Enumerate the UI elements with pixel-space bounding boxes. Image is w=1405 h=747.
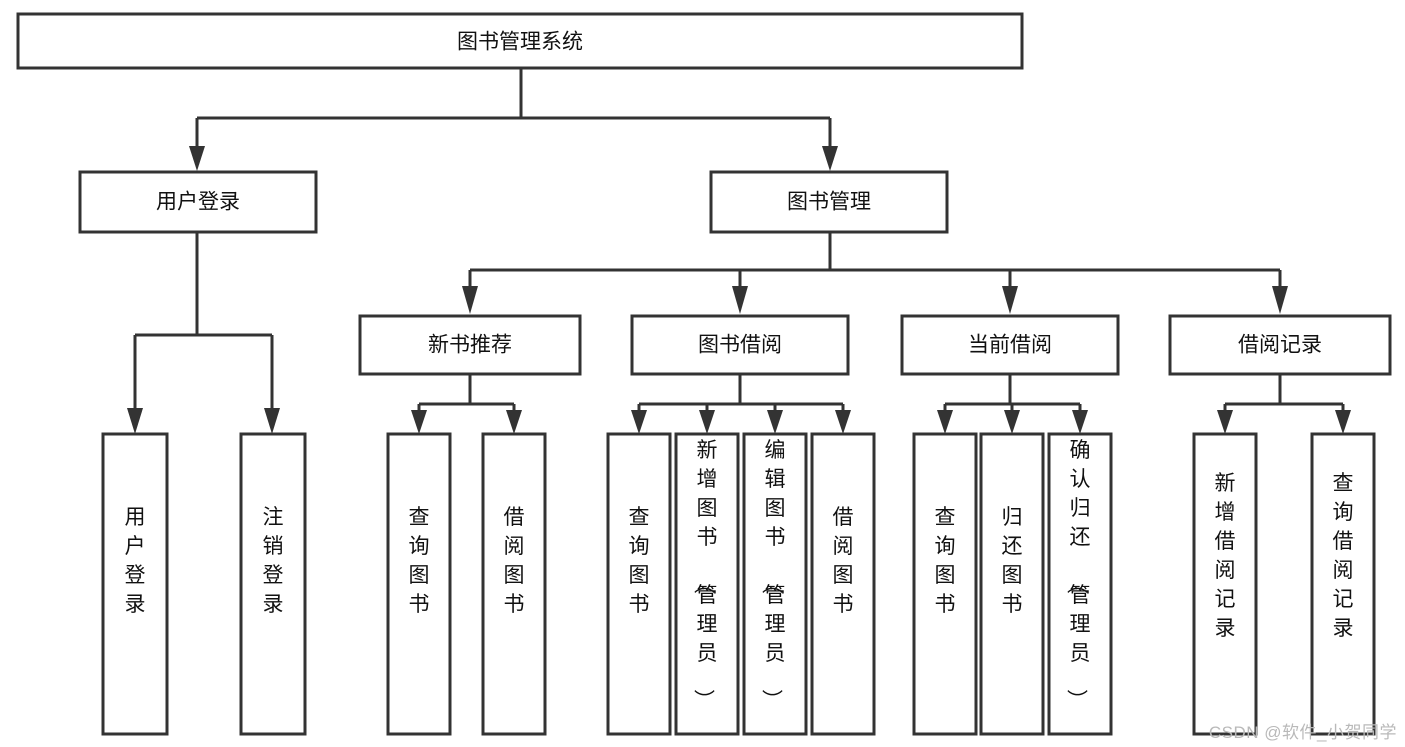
node-book-borrow[interactable]: 图书借阅: [630, 314, 850, 376]
leaf-confirm-return-box[interactable]: [1047, 432, 1113, 736]
leaf-user-login-box[interactable]: [101, 432, 169, 736]
node-current-borrow-label: 当前借阅: [968, 334, 1052, 357]
node-root[interactable]: 图书管理系统: [16, 12, 1024, 70]
leaf-borrow-book-2-label: 借阅图书: [833, 506, 854, 616]
arrow-user-login-b1: [127, 408, 143, 434]
node-book-manage-box[interactable]: [709, 170, 949, 234]
leaf-query-book-3-box[interactable]: [912, 432, 978, 736]
leaf-query-book-3[interactable]: 查询图书: [912, 432, 978, 736]
node-user-login-label: 用户登录: [156, 191, 240, 214]
node-user-login[interactable]: 用户登录: [78, 170, 318, 234]
leaf-user-login[interactable]: 用户登录: [101, 432, 169, 736]
arrow-borrow-b3: [767, 410, 783, 434]
leaf-edit-book-box[interactable]: [742, 432, 808, 736]
node-book-manage-label: 图书管理: [787, 191, 871, 214]
arrow-record-b1: [1217, 410, 1233, 434]
arrow-record-b2: [1335, 410, 1351, 434]
leaf-query-record-box[interactable]: [1310, 432, 1376, 736]
leaf-confirm-return[interactable]: 确认归还（管理员）: [1047, 432, 1113, 736]
leaf-query-book-3-label: 查询图书: [935, 506, 956, 616]
leaf-query-record[interactable]: 查询借阅记录: [1310, 432, 1376, 736]
leaf-return-book[interactable]: 归还图书: [979, 432, 1045, 736]
arrow-root-to-user-login: [189, 146, 205, 171]
arrow-root-to-book-manage: [822, 146, 838, 171]
arrow-borrow-b1: [631, 410, 647, 434]
leaf-return-book-box[interactable]: [979, 432, 1045, 736]
leaf-confirm-return-label: 确认归还（管理员）: [1065, 439, 1091, 710]
leaf-user-logout-label: 注销登录: [263, 506, 284, 616]
leaf-query-book-1[interactable]: 查询图书: [386, 432, 452, 736]
arrow-current-b2: [1004, 410, 1020, 434]
arrow-borrow-b4: [835, 410, 851, 434]
node-borrow-record-label: 借阅记录: [1238, 334, 1322, 357]
arrow-bm-to-current: [1002, 286, 1018, 314]
node-borrow-record-box[interactable]: [1168, 314, 1392, 376]
arrow-borrow-b2: [699, 410, 715, 434]
leaf-add-book[interactable]: 新增图书（管理员）: [674, 432, 740, 736]
arrow-current-b1: [937, 410, 953, 434]
leaf-borrow-book-2-box[interactable]: [810, 432, 876, 736]
leaf-return-book-label: 归还图书: [1002, 506, 1023, 616]
leaf-add-record-label: 新增借阅记录: [1215, 472, 1236, 640]
arrow-user-login-b2: [264, 408, 280, 434]
leaf-add-record-box[interactable]: [1192, 432, 1258, 736]
arrow-bm-to-borrow: [732, 286, 748, 314]
leaf-add-book-box[interactable]: [674, 432, 740, 736]
leaf-user-logout[interactable]: 注销登录: [239, 432, 307, 736]
node-book-borrow-label: 图书借阅: [698, 334, 782, 357]
leaf-borrow-book-1-label: 借阅图书: [504, 506, 525, 616]
leaf-user-logout-box[interactable]: [239, 432, 307, 736]
node-book-borrow-box[interactable]: [630, 314, 850, 376]
node-book-manage[interactable]: 图书管理: [709, 170, 949, 234]
leaf-borrow-book-1-box[interactable]: [481, 432, 547, 736]
leaf-query-book-1-box[interactable]: [386, 432, 452, 736]
leaf-query-book-1-label: 查询图书: [409, 506, 430, 616]
leaf-query-record-label: 查询借阅记录: [1333, 472, 1354, 640]
leaf-add-record[interactable]: 新增借阅记录: [1192, 432, 1258, 736]
node-root-box[interactable]: [16, 12, 1024, 70]
leaf-edit-book[interactable]: 编辑图书（管理员）: [742, 432, 808, 736]
leaf-edit-book-label: 编辑图书（管理员）: [760, 439, 786, 710]
leaf-query-book-2-box[interactable]: [606, 432, 672, 736]
leaf-borrow-book-2[interactable]: 借阅图书: [810, 432, 876, 736]
node-borrow-record[interactable]: 借阅记录: [1168, 314, 1392, 376]
node-new-book-recommend[interactable]: 新书推荐: [358, 314, 582, 376]
arrow-current-b3: [1072, 410, 1088, 434]
arrow-recommend-b1: [411, 410, 427, 434]
leaf-query-book-2[interactable]: 查询图书: [606, 432, 672, 736]
leaf-query-book-2-label: 查询图书: [629, 506, 650, 616]
node-user-login-box[interactable]: [78, 170, 318, 234]
leaf-add-book-label: 新增图书（管理员）: [692, 439, 718, 710]
arrow-bm-to-recommend: [462, 286, 478, 314]
node-new-book-recommend-label: 新书推荐: [428, 334, 512, 357]
node-current-borrow[interactable]: 当前借阅: [900, 314, 1120, 376]
node-new-book-recommend-box[interactable]: [358, 314, 582, 376]
arrow-recommend-b2: [506, 410, 522, 434]
leaf-borrow-book-1[interactable]: 借阅图书: [481, 432, 547, 736]
arrow-bm-to-record: [1272, 286, 1288, 314]
connector-layer: [127, 68, 1351, 434]
node-root-label: 图书管理系统: [457, 31, 583, 54]
leaf-user-login-label: 用户登录: [125, 506, 146, 616]
node-current-borrow-box[interactable]: [900, 314, 1120, 376]
